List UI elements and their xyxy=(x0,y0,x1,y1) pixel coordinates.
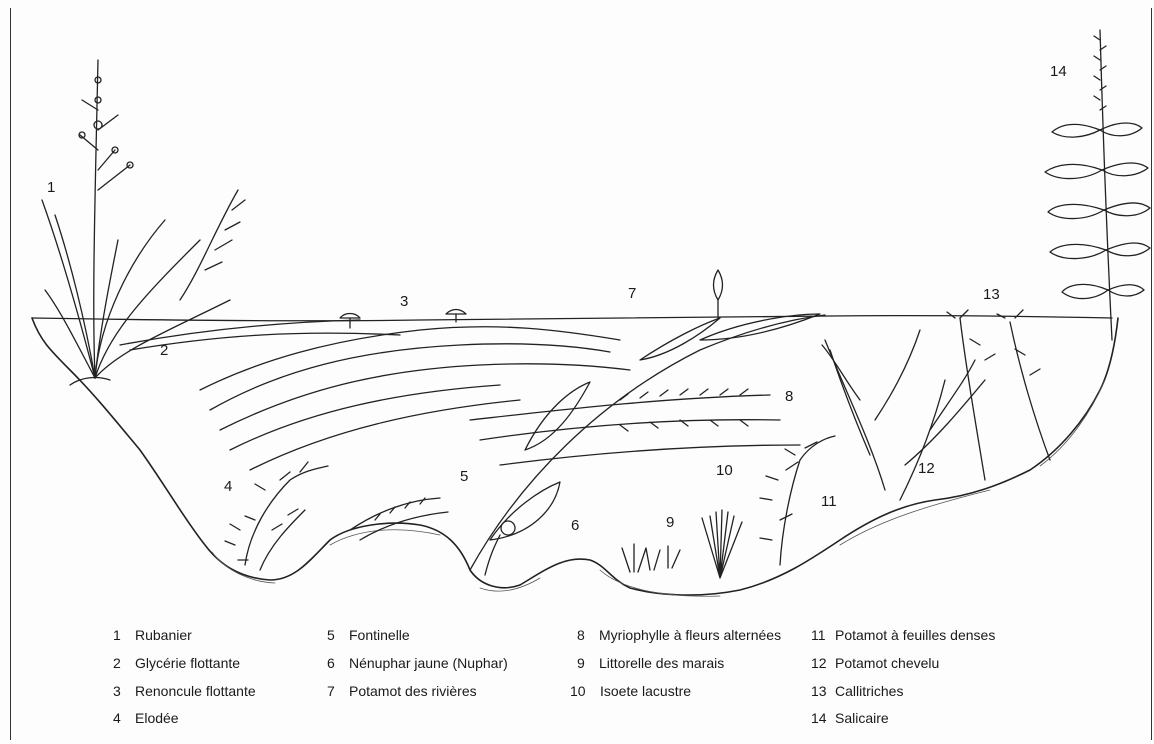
legend-item-5: 5Fontinelle xyxy=(327,627,410,643)
legend-number: 13 xyxy=(811,683,835,699)
legend-item-7: 7Potamot des rivières xyxy=(327,683,477,699)
legend-label: Nénuphar jaune (Nuphar) xyxy=(349,655,508,671)
legend-label: Callitriches xyxy=(835,683,903,699)
legend-label: Isoete lacustre xyxy=(600,683,691,699)
legend-number: 12 xyxy=(811,655,835,671)
legend-label: Littorelle des marais xyxy=(599,655,724,671)
legend-label: Potamot des rivières xyxy=(349,683,477,699)
legend-number: 5 xyxy=(327,627,349,643)
legend-item-12: 12Potamot chevelu xyxy=(811,655,939,671)
legend-item-1: 1Rubanier xyxy=(113,627,192,643)
legend-number: 2 xyxy=(113,655,135,671)
legend-item-3: 3Renoncule flottante xyxy=(113,683,256,699)
legend-item-13: 13Callitriches xyxy=(811,683,903,699)
legend-label: Renoncule flottante xyxy=(135,683,256,699)
legend-label: Salicaire xyxy=(835,710,889,726)
legend-number: 7 xyxy=(327,683,349,699)
legend-label: Glycérie flottante xyxy=(135,655,240,671)
legend-item-8: 8Myriophylle à fleurs alternées xyxy=(577,627,781,643)
legend-number: 10 xyxy=(570,683,594,699)
legend-item-6: 6Nénuphar jaune (Nuphar) xyxy=(327,655,508,671)
legend-label: Rubanier xyxy=(135,627,192,643)
legend-number: 1 xyxy=(113,627,135,643)
legend-number: 4 xyxy=(113,710,135,726)
legend-item-14: 14Salicaire xyxy=(811,710,889,726)
legend-label: Potamot à feuilles denses xyxy=(835,627,995,643)
legend-number: 6 xyxy=(327,655,349,671)
legend-number: 14 xyxy=(811,710,835,726)
legend-number: 3 xyxy=(113,683,135,699)
legend-item-11: 11Potamot à feuilles denses xyxy=(811,627,995,643)
legend-label: Myriophylle à fleurs alternées xyxy=(599,627,781,643)
legend-item-10: 10 Isoete lacustre xyxy=(570,683,691,699)
legend-label: Elodée xyxy=(135,710,179,726)
legend-number: 9 xyxy=(577,655,599,671)
legend-item-2: 2Glycérie flottante xyxy=(113,655,240,671)
legend-item-9: 9Littorelle des marais xyxy=(577,655,724,671)
legend-number: 11 xyxy=(811,627,835,643)
legend-label: Potamot chevelu xyxy=(835,655,939,671)
legend-number: 8 xyxy=(577,627,599,643)
legend-label: Fontinelle xyxy=(349,627,410,643)
legend-item-4: 4Elodée xyxy=(113,710,179,726)
